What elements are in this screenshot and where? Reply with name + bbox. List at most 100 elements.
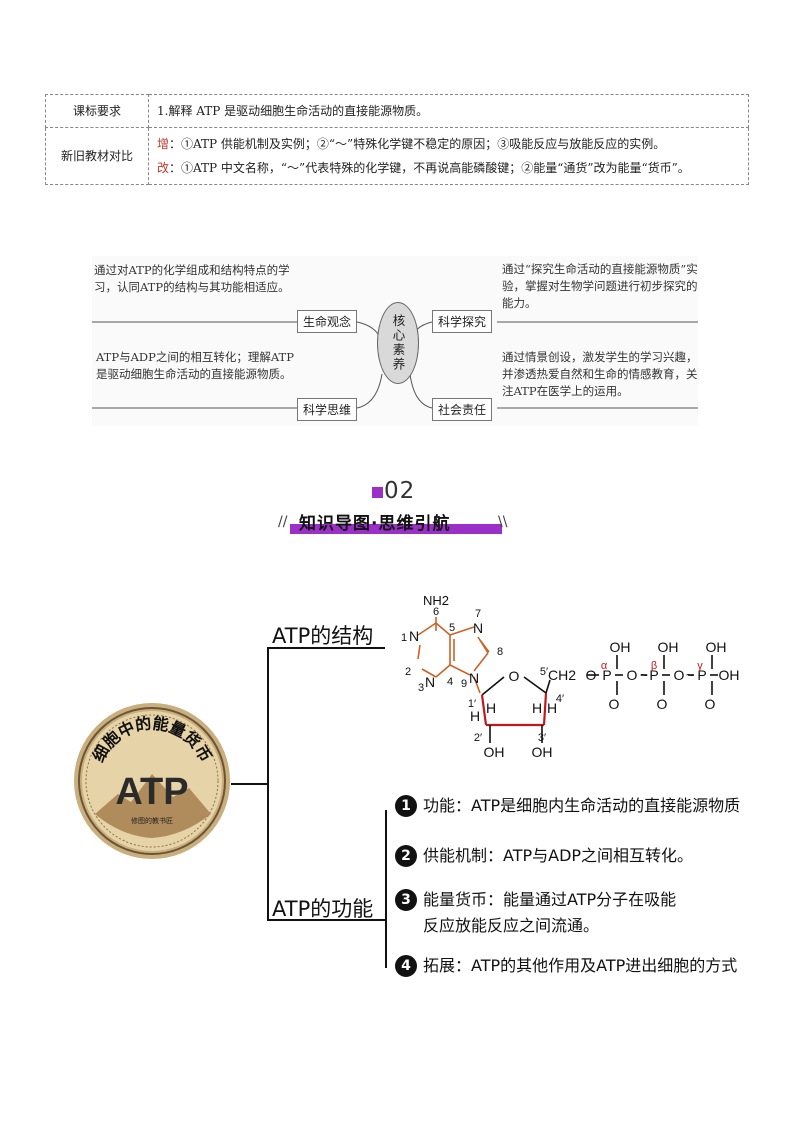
connector-line	[267, 647, 269, 921]
bond-line	[435, 622, 451, 636]
slash-decoration-icon: //	[278, 514, 288, 530]
core-center-oval: 核心素养	[377, 302, 419, 384]
slash-decoration-icon: \\	[498, 514, 508, 530]
sugar-number-label: 5′	[540, 666, 548, 678]
bond-line	[473, 676, 481, 694]
atom-o-label: O	[657, 696, 668, 712]
atom-h-label: H	[547, 700, 557, 716]
life-concept-text: 通过对ATP的化学组成和结构特点的学习，认同ATP的结构与其功能相适应。	[94, 263, 290, 294]
add-tag: 增	[157, 137, 170, 151]
coin-main-text: ATP	[115, 771, 188, 813]
section-title-banner: // 知识导图·思维引航 \\	[278, 508, 512, 538]
item-number-badge: 3	[395, 889, 417, 911]
atom-o-label: O	[586, 667, 597, 683]
atom-oh-label: OH	[658, 639, 679, 655]
atom-o-label: O	[705, 696, 716, 712]
sugar-number-label: 3′	[538, 732, 546, 744]
alpha-label: α	[601, 660, 608, 672]
ring-number-label: 8	[497, 646, 503, 658]
atom-n-label: N	[469, 670, 479, 686]
molecule-bonds	[417, 617, 718, 743]
sci-inquiry-label: 科学探究	[432, 310, 493, 333]
high-energy-bond-label: ~	[640, 667, 648, 683]
atom-o-label: O	[627, 667, 638, 683]
connector-line	[267, 647, 385, 649]
core-literacy-diagram: 通过对ATP的化学组成和结构特点的学习，认同ATP的结构与其功能相适应。 生命观…	[92, 256, 698, 426]
sugar-number-label: 2′	[474, 732, 482, 744]
item-number-badge: 4	[395, 955, 417, 977]
change-text: ：①ATP 中文名称，“～”代表特殊的化学键，不再说高能磷酸键；②能量“通货”改…	[169, 161, 690, 175]
ring-number-label: 4	[447, 676, 453, 688]
atom-oh-label: OH	[719, 667, 740, 683]
row-header-comparison: 新旧教材对比	[45, 127, 149, 185]
social-label: 社会责任	[432, 398, 493, 421]
atom-p-label: P	[602, 667, 611, 683]
sci-thinking-text: ATP与ADP之间的相互转化；理解ATP是驱动细胞生命活动的直接能源物质。	[96, 350, 294, 381]
life-concept-label: 生命观念	[297, 310, 358, 333]
bond-line	[542, 692, 548, 726]
bond-line	[417, 622, 437, 636]
sugar-number-label: 4′	[556, 693, 564, 705]
beta-label: β	[651, 660, 657, 672]
add-text: ：①ATP 供能机制及实例；②“～”特殊化学键不稳定的原因；③吸能反应与放能反应…	[169, 137, 666, 151]
item-number-badge: 2	[395, 845, 417, 867]
atom-o-label: O	[609, 696, 620, 712]
atom-n-label: N	[425, 674, 435, 690]
table-row: 课标要求 1.解释 ATP 是驱动细胞生命活动的直接能源物质。	[45, 94, 749, 128]
section-title: 知识导图·思维引航	[299, 514, 451, 534]
sci-thinking-label: 科学思维	[297, 398, 358, 421]
atom-oh-label: OH	[610, 639, 631, 655]
atom-n-label: N	[473, 620, 483, 636]
table-row: 新旧教材对比 增：①ATP 供能机制及实例；②“～”特殊化学键不稳定的原因；③吸…	[45, 127, 749, 185]
social-text: 通过情景创设，激发学生的学习兴趣，并渗透热爱自然和生命的情感教育，关注ATP在医…	[502, 350, 698, 398]
core-connector-lines	[92, 321, 698, 409]
atom-p-label: P	[649, 667, 658, 683]
bond-line	[449, 626, 475, 636]
bond-line	[449, 664, 471, 676]
item-number-badge: 1	[395, 795, 417, 817]
requirements-table: 课标要求 1.解释 ATP 是驱动细胞生命活动的直接能源物质。 新旧教材对比 增…	[45, 94, 749, 185]
structure-label: ATP的结构	[272, 624, 374, 648]
connector-line	[231, 783, 268, 785]
bond-line	[421, 668, 437, 678]
atom-oh-label: OH	[484, 744, 505, 760]
bond-line	[473, 652, 489, 672]
bond-line	[480, 694, 488, 726]
sugar-number-label: 1′	[468, 698, 476, 710]
row-content-comparison: 增：①ATP 供能机制及实例；②“～”特殊化学键不稳定的原因；③吸能反应与放能反…	[148, 127, 749, 185]
title-highlight-bar	[290, 524, 502, 534]
atom-h-label: H	[470, 708, 480, 724]
gamma-label: γ	[697, 660, 703, 672]
ring-number-label: 9	[461, 678, 467, 690]
function-label: ATP的功能	[272, 897, 374, 921]
atom-oh-label: OH	[532, 744, 553, 760]
ring-number-label: 3	[418, 682, 424, 694]
change-tag: 改	[157, 161, 170, 175]
atom-oh-label: OH	[706, 639, 727, 655]
bond-line	[479, 639, 490, 653]
row-content-standard: 1.解释 ATP 是驱动细胞生命活动的直接能源物质。	[148, 94, 749, 128]
atom-h-label: H	[486, 700, 496, 716]
bond-line	[545, 679, 551, 694]
nh2-label: NH2	[423, 593, 449, 608]
row-header-standard: 课标要求	[45, 94, 149, 128]
coin-small-text: 修图的教书匠	[131, 816, 173, 825]
section-number: 02	[372, 478, 415, 504]
atom-n-label: N	[409, 628, 419, 644]
ring-number-label: 2	[405, 666, 411, 678]
bond-line	[435, 664, 451, 678]
bond-line	[523, 676, 547, 694]
connector-line	[385, 810, 387, 968]
ring-number-label: 1	[401, 632, 407, 644]
atom-o-label: O	[674, 667, 685, 683]
connector-line	[267, 919, 385, 921]
high-energy-bond-label: ~	[686, 667, 694, 683]
atom-p-label: P	[697, 667, 706, 683]
ring-number-label: 7	[475, 608, 481, 620]
bond-line	[417, 644, 421, 660]
